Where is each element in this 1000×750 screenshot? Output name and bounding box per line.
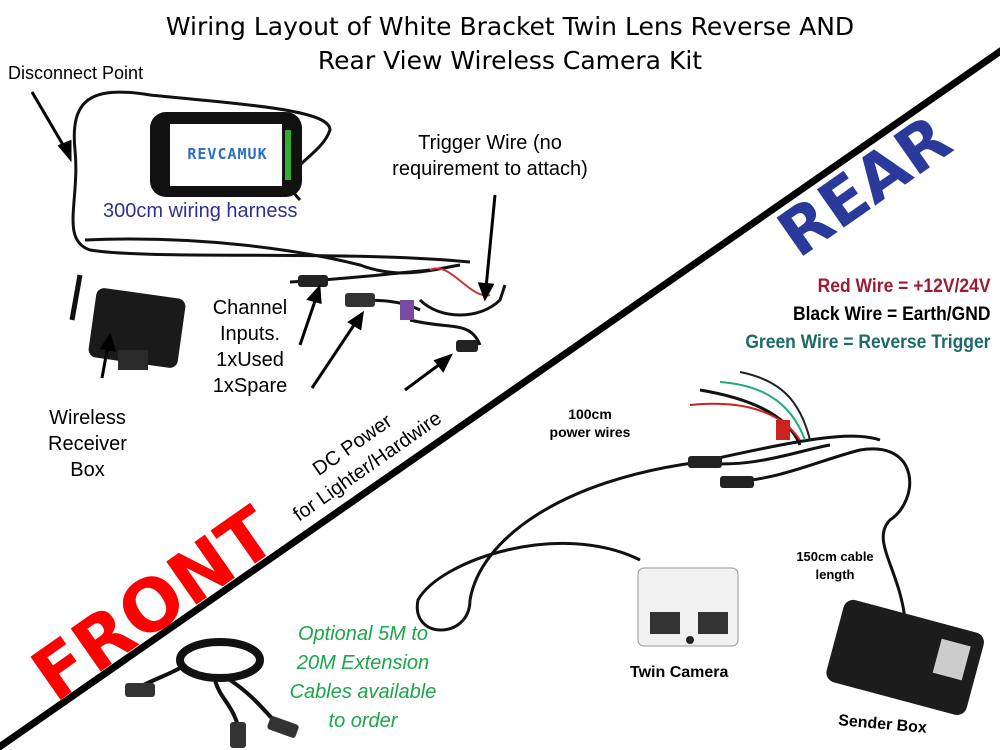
title-line-1: Wiring Layout of White Bracket Twin Lens… [165, 12, 855, 41]
dc-power-plug [456, 340, 478, 352]
receiver-box [69, 274, 186, 370]
rear-connector-2 [720, 476, 754, 488]
extension-line-1: Optional 5M to [297, 623, 429, 645]
legend-green-wire: Green Wire = Reverse Trigger [744, 332, 990, 353]
divider-line [0, 47, 1000, 750]
trigger-wire-label: Trigger Wire (no requirement to attach) [360, 130, 620, 182]
page-title: Wiring Layout of White Bracket Twin Lens… [0, 10, 1000, 78]
extension-line-3: Cables available [289, 681, 437, 703]
receiver-line-2: Receiver [48, 433, 127, 455]
twin-camera-label: Twin Camera [630, 664, 729, 681]
disconnect-point-label: Disconnect Point [8, 63, 144, 83]
extension-line-4: to order [328, 710, 398, 732]
receiver-line-1: Wireless [49, 407, 126, 429]
channel-line-4: 1xSpare [212, 375, 288, 397]
receiver-box-label: Wireless Receiver Box [30, 405, 145, 483]
rear-connector-1 [688, 456, 722, 468]
extension-line-2: 20M Extension [296, 652, 430, 674]
power-wires [689, 371, 811, 441]
power-wires-label: 100cm power wires [530, 405, 650, 441]
legend-black-wire: Black Wire = Earth/GND [792, 304, 990, 325]
channel-line-2: Inputs. [219, 323, 281, 345]
title-line-2: Rear View Wireless Camera Kit [317, 46, 703, 75]
channel-connector-used [298, 275, 328, 287]
twin-camera [637, 567, 739, 647]
fuse-holder [400, 300, 414, 320]
rear-fuse [776, 420, 790, 440]
legend-red-wire: Red Wire = +12V/24V [817, 276, 990, 297]
cable-length-line-2: length [815, 567, 855, 582]
channel-connector-spare [345, 293, 375, 307]
channel-line-3: 1xUsed [216, 349, 284, 371]
pointer-arrows [30, 91, 497, 392]
mirror-monitor [150, 112, 302, 197]
wire-color-legend: Red Wire = +12V/24V Black Wire = Earth/G… [745, 273, 990, 357]
cable-length-label: 150cm cable length [780, 548, 890, 584]
cable-length-line-1: 150cm cable [796, 549, 874, 564]
extension-cable [125, 638, 299, 748]
sender-box [826, 599, 984, 716]
channel-line-1: Channel [212, 297, 288, 319]
channel-inputs-label: Channel Inputs. 1xUsed 1xSpare [195, 295, 305, 399]
trigger-wire-line-1: Trigger Wire (no [418, 132, 562, 154]
harness-label: 300cm wiring harness [103, 200, 298, 222]
power-wires-line-2: power wires [549, 424, 631, 440]
extension-cables-note: Optional 5M to 20M Extension Cables avai… [268, 620, 458, 736]
monitor-logo: REVCAMUK [187, 145, 268, 163]
receiver-line-3: Box [70, 459, 105, 481]
power-wires-line-1: 100cm [568, 406, 612, 422]
trigger-wire-line-2: requirement to attach) [392, 158, 588, 180]
